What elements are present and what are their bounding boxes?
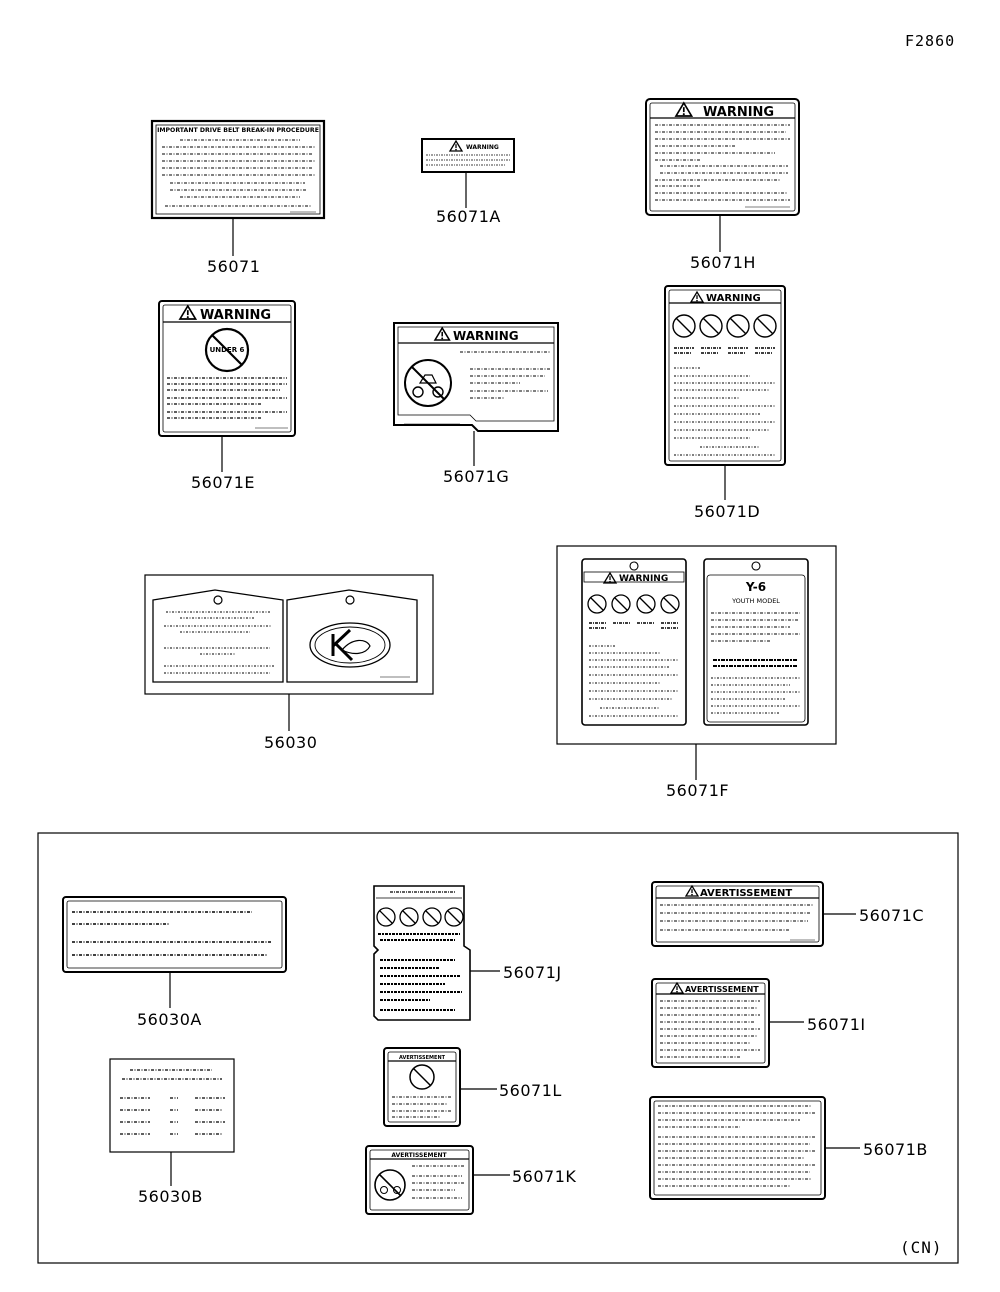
- label-56071I[interactable]: AVERTISSEMENT: [651, 978, 770, 1068]
- label-56071A-heading: WARNING: [466, 144, 499, 151]
- label-56030A[interactable]: [62, 896, 287, 973]
- label-56071H[interactable]: WARNING: [645, 98, 800, 216]
- label-56071F-tag-subheading: YOUTH MODEL: [731, 597, 780, 605]
- label-56030[interactable]: [144, 574, 434, 695]
- region-note: (CN): [900, 1238, 943, 1257]
- part-number-56071L: 56071L: [499, 1081, 562, 1100]
- label-56071G-heading: WARNING: [453, 329, 519, 343]
- fig-id: F2860: [905, 32, 956, 50]
- part-number-56071G: 56071G: [443, 467, 509, 486]
- part-number-56071: 56071: [207, 257, 260, 276]
- label-56071E-heading: WARNING: [200, 308, 271, 323]
- part-number-56030A: 56030A: [137, 1010, 202, 1029]
- label-56071-heading: IMPORTANT DRIVE BELT BREAK-IN PROCEDURE: [157, 127, 319, 134]
- label-56071F-heading: WARNING: [619, 574, 668, 584]
- label-56071G[interactable]: WARNING: [393, 322, 559, 432]
- label-56071L-heading: AVERTISSEMENT: [399, 1055, 446, 1061]
- cn-section-frame: [37, 832, 959, 1264]
- label-56071K[interactable]: AVERTISSEMENT: [365, 1145, 474, 1215]
- part-number-56030: 56030: [264, 733, 317, 752]
- part-number-56071D: 56071D: [694, 502, 760, 521]
- part-number-56030B: 56030B: [138, 1187, 203, 1206]
- label-56071C-heading: AVERTISSEMENT: [700, 888, 792, 899]
- part-number-56071A: 56071A: [436, 207, 501, 226]
- label-56071E[interactable]: WARNING UNDER 6: [158, 300, 296, 437]
- label-56071F[interactable]: WARNING Y-6 YOUTH MODEL: [556, 545, 837, 745]
- part-number-56071C: 56071C: [859, 906, 924, 925]
- part-number-56071I: 56071I: [807, 1015, 866, 1034]
- label-56071A[interactable]: WARNING: [421, 138, 515, 173]
- label-56071[interactable]: IMPORTANT DRIVE BELT BREAK-IN PROCEDURE: [150, 119, 326, 220]
- label-56071F-tag-heading: Y-6: [745, 580, 766, 594]
- label-56071I-heading: AVERTISSEMENT: [685, 985, 759, 994]
- label-56071C[interactable]: AVERTISSEMENT: [651, 881, 824, 947]
- part-number-56071E: 56071E: [191, 473, 255, 492]
- part-number-56071F: 56071F: [666, 781, 729, 800]
- label-56071L[interactable]: AVERTISSEMENT: [383, 1047, 461, 1127]
- label-56030B[interactable]: [109, 1058, 235, 1153]
- label-56071D-heading: WARNING: [706, 293, 761, 304]
- label-56071D[interactable]: WARNING: [664, 285, 786, 466]
- part-number-56071H: 56071H: [690, 253, 756, 272]
- part-number-56071B: 56071B: [863, 1140, 928, 1159]
- part-number-56071J: 56071J: [503, 963, 562, 982]
- label-56071H-heading: WARNING: [703, 105, 774, 120]
- label-56071B[interactable]: [649, 1096, 826, 1200]
- label-56071K-heading: AVERTISSEMENT: [391, 1152, 447, 1159]
- label-56071J[interactable]: [373, 885, 471, 1021]
- label-56071E-badge: UNDER 6: [210, 346, 245, 354]
- part-number-56071K: 56071K: [512, 1167, 576, 1186]
